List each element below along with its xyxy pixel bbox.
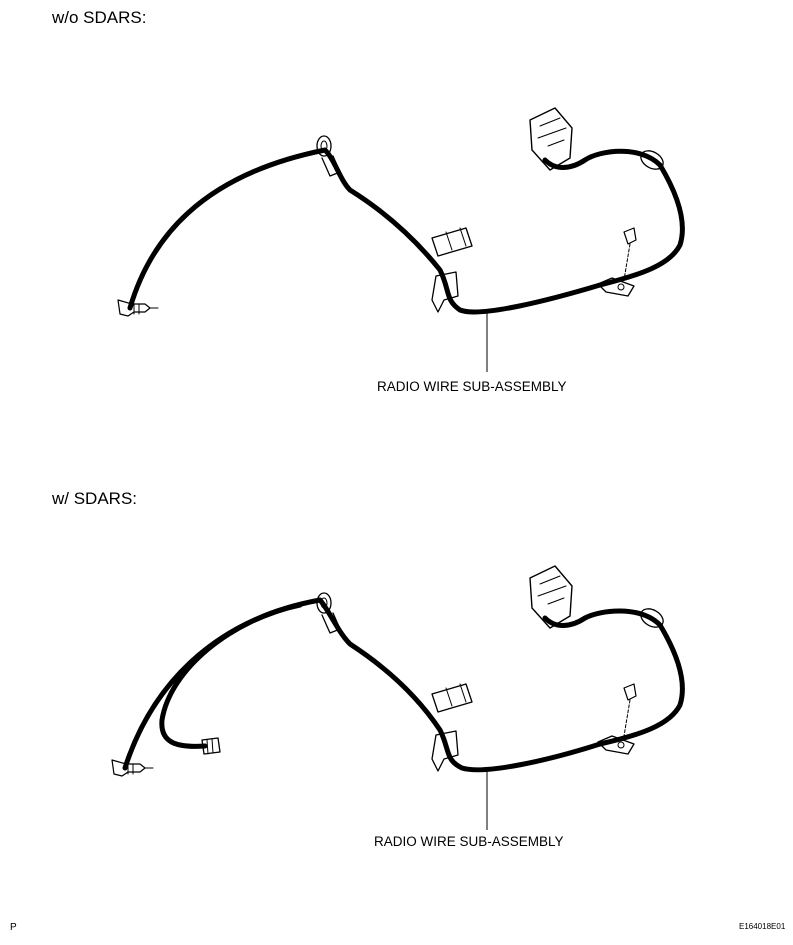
harness-protector-tube [640,608,664,628]
ground-bolt [623,683,637,737]
main-harness-cable [127,147,685,315]
radio-wire-harness-illustration-with-sdars [111,565,685,830]
harness-clip [431,271,459,313]
wire-clamp [431,227,473,257]
callout-radio-wire-sub-assembly-with-sdars: RADIO WIRE SUB-ASSEMBLY [374,834,564,849]
callout-radio-wire-sub-assembly-without-sdars: RADIO WIRE SUB-ASSEMBLY [377,379,567,394]
ring-terminal [316,592,341,634]
section-heading-with-sdars: w/ SDARS: [52,489,138,508]
sdars-branch-cable [159,602,303,749]
harness-protector-tube [640,150,664,170]
antenna-plug-connector [117,299,159,317]
ring-terminal [316,135,341,177]
figure-code: E164018E01 [739,922,786,931]
page-mark: P [10,922,17,933]
radio-connector [529,107,573,171]
ground-bolt [623,227,637,281]
radio-connector [529,565,573,629]
wire-clamp [431,683,473,713]
harness-clip [431,730,459,772]
ground-bracket [597,277,635,297]
main-harness-cable [122,597,685,773]
ground-bracket [597,735,635,755]
section-heading-without-sdars: w/o SDARS: [52,8,147,27]
antenna-plug-connector [111,759,154,777]
sdars-connector [201,737,221,755]
radio-wire-harness-illustration-without-sdars [117,107,685,372]
